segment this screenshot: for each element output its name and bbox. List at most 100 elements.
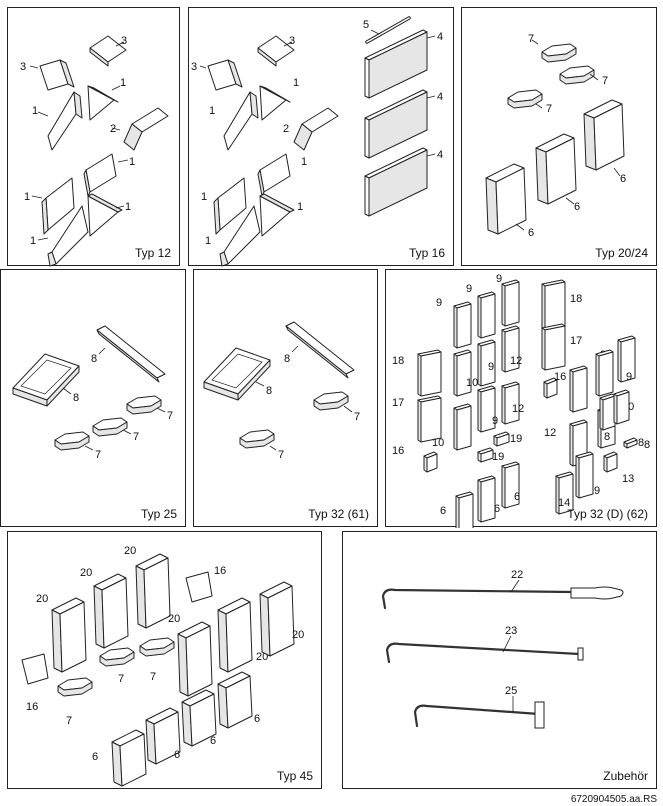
typ16-small-parts bbox=[199, 35, 339, 267]
label-4: 4 bbox=[437, 31, 443, 43]
label-1: 1 bbox=[129, 156, 135, 168]
part-hex-7 bbox=[507, 89, 543, 109]
panel-title: Typ 12 bbox=[134, 246, 171, 260]
label-17: 17 bbox=[570, 335, 582, 347]
label-14: 14 bbox=[558, 497, 570, 509]
typ25-drawing: 8 8 7 7 7 bbox=[12, 325, 173, 461]
part-brick-6 bbox=[583, 99, 625, 171]
label-9: 9 bbox=[466, 283, 472, 295]
panel-typ12: 3 3 1 1 2 1 1 1 1 Typ 12 bbox=[7, 7, 180, 267]
label-17: 17 bbox=[392, 397, 404, 409]
label-6: 6 bbox=[514, 491, 520, 503]
panel-title: Typ 20/24 bbox=[595, 246, 648, 260]
label-20: 20 bbox=[80, 567, 92, 579]
label-8: 8 bbox=[604, 431, 610, 443]
label-9: 9 bbox=[626, 371, 632, 383]
part-hex-7 bbox=[99, 647, 135, 667]
part-brick-20 bbox=[93, 573, 129, 649]
label-3: 3 bbox=[191, 61, 197, 73]
label-8: 8 bbox=[638, 437, 644, 449]
part-panel-4 bbox=[364, 147, 428, 217]
label-18: 18 bbox=[570, 293, 582, 305]
part-tile-10 bbox=[453, 349, 472, 397]
label-9: 9 bbox=[496, 273, 502, 285]
label-9: 9 bbox=[488, 361, 494, 373]
part-poker-handle-22 bbox=[381, 579, 624, 610]
label-6: 6 bbox=[254, 713, 260, 725]
part-tile-16 bbox=[543, 377, 558, 399]
label-3: 3 bbox=[20, 61, 26, 73]
part-tile-9 bbox=[617, 335, 636, 383]
part-tri-1 bbox=[83, 153, 129, 197]
label-20: 20 bbox=[168, 613, 180, 625]
label-1: 1 bbox=[205, 235, 211, 247]
label-1: 1 bbox=[301, 156, 307, 168]
panel-title: Typ 45 bbox=[276, 769, 313, 783]
typ32-drawing: 8 8 7 7 bbox=[203, 321, 360, 461]
part-hex-7 bbox=[541, 43, 577, 63]
label-12: 12 bbox=[544, 427, 556, 439]
label-7: 7 bbox=[278, 449, 284, 461]
part-hex-7 bbox=[92, 417, 128, 437]
part-hex-7 bbox=[559, 65, 595, 85]
part-tile-9 bbox=[477, 385, 496, 433]
label-16: 16 bbox=[214, 565, 226, 577]
part-brick-20 bbox=[259, 581, 295, 657]
part-hex-7 bbox=[239, 429, 275, 449]
part-tile-8 bbox=[623, 437, 638, 449]
part-tri-1 bbox=[37, 205, 89, 267]
part-bar-2 bbox=[111, 107, 169, 151]
label-4: 4 bbox=[437, 149, 443, 161]
part-tile-9 bbox=[569, 365, 588, 413]
label-2: 2 bbox=[110, 123, 116, 135]
part-tri-1 bbox=[87, 193, 125, 237]
part-long-8 bbox=[96, 325, 166, 383]
label-3: 3 bbox=[289, 35, 295, 47]
part-tile-14 bbox=[555, 471, 574, 515]
zubehoer-drawing: 22 23 25 bbox=[381, 569, 624, 729]
part-tile-17 bbox=[417, 395, 442, 443]
label-6: 6 bbox=[494, 503, 500, 515]
part-wedge-16 bbox=[185, 571, 213, 603]
part-rod-5 bbox=[365, 16, 411, 44]
part-panel-4 bbox=[364, 29, 428, 99]
label-6: 6 bbox=[574, 201, 580, 213]
part-tile-6 bbox=[501, 461, 520, 509]
panel-title: Typ 16 bbox=[408, 246, 445, 260]
typ32d-drawing: 9991817181710912161612910191999910128881… bbox=[392, 273, 650, 528]
part-tile-18 bbox=[417, 349, 442, 397]
label-6: 6 bbox=[620, 173, 626, 185]
typ2024-drawing: 7 7 7 6 6 6 bbox=[485, 33, 626, 239]
part-hex-7 bbox=[54, 431, 90, 451]
label-7: 7 bbox=[528, 33, 534, 45]
panel-title: Typ 32 (D) (62) bbox=[567, 507, 648, 521]
label-20: 20 bbox=[36, 593, 48, 605]
part-long-8 bbox=[285, 321, 355, 379]
part-tile-8 bbox=[599, 393, 616, 431]
label-7: 7 bbox=[95, 449, 101, 461]
label-1: 1 bbox=[201, 191, 207, 203]
label-6: 6 bbox=[92, 751, 98, 763]
panel-title: Typ 25 bbox=[140, 507, 177, 521]
panel-typ16: 3 3 1 1 2 1 1 1 1 5 4 4 4 Typ 16 bbox=[188, 7, 454, 267]
label-20: 20 bbox=[292, 629, 304, 641]
label-7: 7 bbox=[167, 410, 173, 422]
label-8: 8 bbox=[266, 385, 272, 397]
part-tile-16 bbox=[423, 451, 438, 473]
label-7: 7 bbox=[546, 103, 552, 115]
label-6: 6 bbox=[528, 227, 534, 239]
part-tile-19 bbox=[477, 447, 494, 463]
part-tile-12 bbox=[501, 381, 520, 425]
label-12: 12 bbox=[510, 355, 522, 367]
part-plate-8 bbox=[203, 347, 271, 401]
label-6: 6 bbox=[174, 749, 180, 761]
part-tile-9 bbox=[595, 349, 614, 397]
part-brick-6 bbox=[145, 707, 181, 765]
panel-typ2024: 7 7 7 6 6 6 Typ 20/24 bbox=[461, 7, 657, 266]
part-brick-6 bbox=[535, 133, 577, 205]
label-1: 1 bbox=[24, 191, 30, 203]
label-25: 25 bbox=[505, 685, 517, 697]
part-hex-7 bbox=[126, 395, 162, 415]
label-1: 1 bbox=[297, 201, 303, 213]
